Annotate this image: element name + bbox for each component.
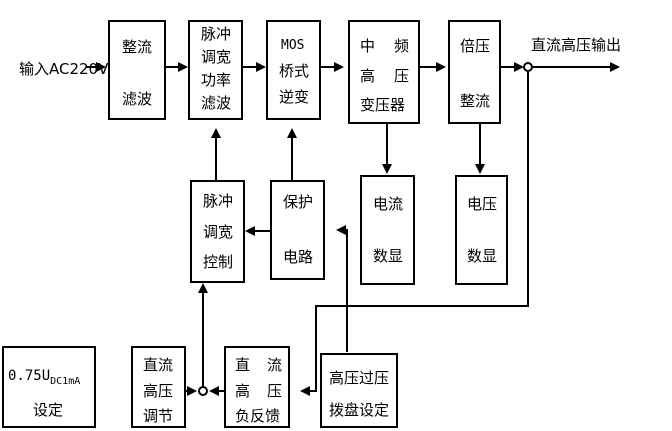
block-text: 直 — [235, 356, 251, 374]
summing-junction-node — [198, 386, 208, 396]
block-text: 高 — [235, 382, 251, 400]
block-mf-hv-transformer: 中 频 高 压 变压器 — [348, 20, 420, 124]
block-mos-bridge-inverter: MOS 桥式 逆变 — [266, 20, 321, 120]
block-protection-circuit: 保护 电路 — [270, 180, 325, 280]
block-text: 脉冲 — [203, 192, 234, 210]
block-text: 0.75UDC1mA — [8, 368, 80, 387]
block-text: 压 — [267, 382, 283, 400]
block-text: 电路 — [283, 248, 314, 266]
preset-subscript-text: DC1mA — [50, 376, 81, 387]
block-dc-hv-feedback: 直 流 高 压 负反馈 — [224, 346, 290, 428]
block-text: 频 — [394, 37, 410, 55]
preset-main-text: 0.75U — [8, 368, 51, 384]
block-pwm-power-filter: 脉冲 调宽 功率 滤波 — [188, 20, 243, 120]
block-text: 调节 — [143, 407, 174, 425]
block-text: 高 — [360, 67, 376, 85]
block-text: 高压过压 — [329, 369, 390, 387]
block-text: 数显 — [373, 247, 404, 265]
block-text: 中 — [360, 37, 376, 55]
block-text: 电压 — [467, 195, 498, 213]
block-hv-overvoltage-dial: 高压过压 拨盘设定 — [320, 353, 398, 428]
block-text: 拨盘设定 — [329, 401, 390, 419]
block-preset-075u: 0.75UDC1mA 设定 — [2, 346, 96, 428]
block-text: 功率 — [201, 71, 232, 89]
block-dc-hv-adjust: 直流 高压 调节 — [131, 346, 186, 428]
block-text: 桥式 — [279, 62, 310, 80]
block-text: 设定 — [33, 401, 64, 419]
block-text: 整流 — [460, 92, 491, 110]
block-text: 保护 — [283, 193, 314, 211]
wire-feedback-loop — [300, 72, 529, 396]
block-text: 脉冲 — [201, 25, 232, 43]
block-text: 负反馈 — [235, 407, 281, 425]
block-rectifier-filter: 整流 滤波 — [108, 20, 166, 120]
block-text: 调宽 — [203, 223, 234, 241]
block-text: 调宽 — [201, 48, 232, 66]
input-label: 输入AC220V — [19, 60, 109, 78]
block-text: 控制 — [203, 253, 234, 271]
block-text: 流 — [267, 356, 283, 374]
block-voltage-display: 电压 数显 — [455, 175, 508, 285]
block-text: 滤波 — [201, 94, 232, 112]
block-voltage-doubler-rectifier: 倍压 整流 — [448, 20, 501, 124]
output-label: 直流高压输出 — [531, 36, 622, 54]
wire-dial-to-protection — [336, 225, 348, 352]
output-junction-node — [523, 62, 533, 72]
block-current-display: 电流 数显 — [360, 175, 415, 285]
block-text: 整流 — [122, 38, 153, 56]
block-pwm-control: 脉冲 调宽 控制 — [190, 180, 245, 283]
block-text: 变压器 — [360, 96, 406, 114]
block-text: 数显 — [467, 247, 498, 265]
block-text: MOS — [281, 38, 305, 53]
block-text: 滤波 — [122, 90, 153, 108]
block-text: 倍压 — [460, 37, 491, 55]
block-text: 电流 — [373, 195, 404, 213]
block-text: 高压 — [143, 382, 174, 400]
block-text: 压 — [394, 67, 410, 85]
block-text: 直流 — [143, 356, 174, 374]
block-text: 逆变 — [279, 88, 310, 106]
